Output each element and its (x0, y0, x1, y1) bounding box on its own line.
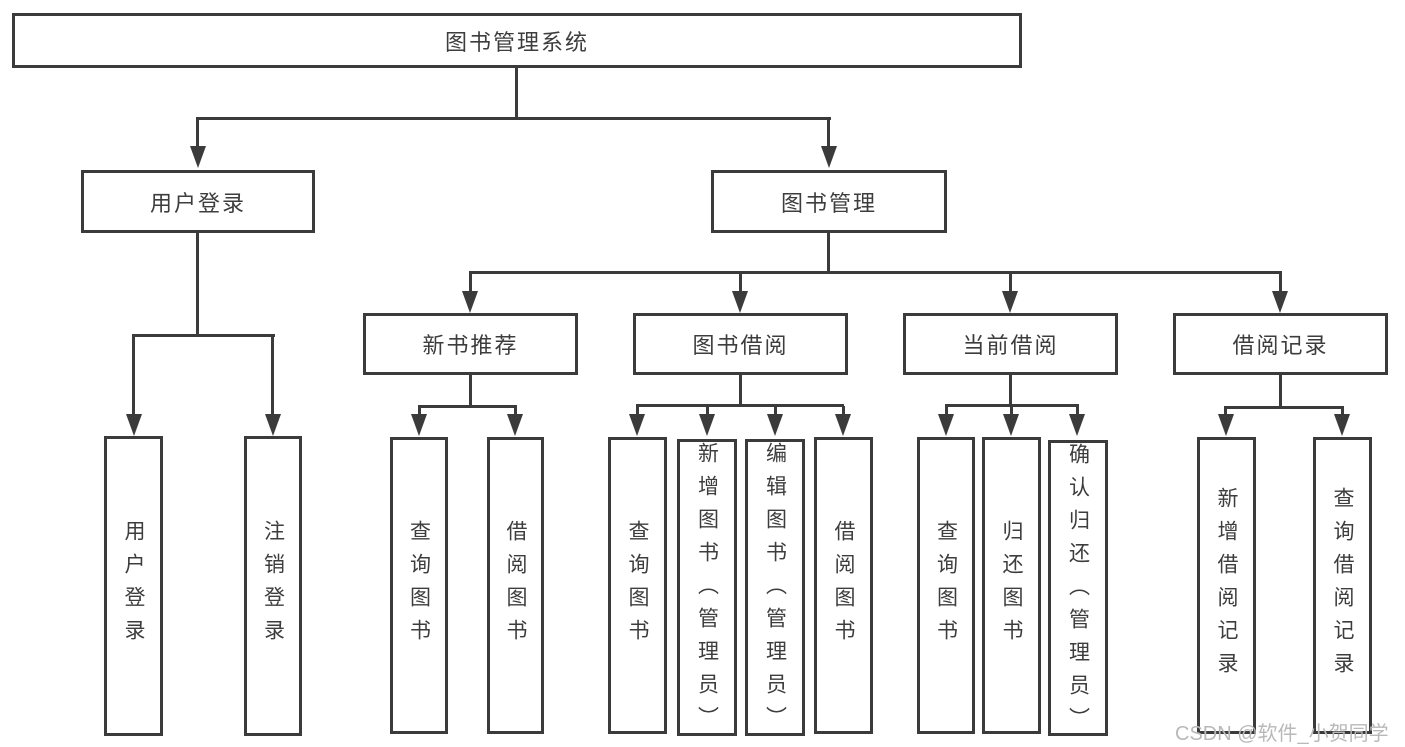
leaf-bb-query-books: 查询图书 (608, 437, 667, 734)
connector-drop-user-login (196, 119, 199, 147)
connector-book-management-stem (827, 233, 830, 273)
arrow-to-cb-confirm (1069, 414, 1085, 436)
leaf-cb-query-books: 查询图书 (917, 437, 975, 734)
leaf-br-add-record: 新增借阅记录 (1197, 437, 1256, 734)
arrow-to-bb-add (699, 414, 715, 436)
arrow-to-bb-borrow (835, 414, 851, 436)
arrow-to-br-query (1334, 414, 1350, 436)
node-new-book-recommendation: 新书推荐 (363, 313, 578, 375)
connector-drop-current-borrow (1009, 273, 1012, 292)
leaf-user-login: 用户登录 (104, 436, 163, 736)
connector-drop-nb-borrow (514, 407, 517, 416)
node-book-borrowing: 图书借阅 (633, 313, 848, 375)
arrow-to-book-borrow (732, 291, 748, 313)
arrow-to-nb-borrow (507, 414, 523, 436)
connector-drop-bb-query (636, 406, 639, 415)
connector-drop-book-management (827, 119, 830, 147)
node-current-borrowing: 当前借阅 (903, 313, 1118, 375)
connector-user-login-stem (196, 233, 199, 336)
connector-drop-bb-edit (774, 406, 777, 415)
connector-borrow-records-split (1224, 406, 1344, 409)
connector-book-management-split (469, 271, 1282, 274)
arrow-to-bb-query (629, 414, 645, 436)
leaf-cb-confirm-return-admin: 确认归还（管理员） (1048, 440, 1108, 740)
connector-drop-bb-add (706, 406, 709, 415)
connector-drop-cb-query (945, 406, 948, 415)
arrow-to-borrow-records (1272, 291, 1288, 313)
connector-current-borrow-stem (1009, 375, 1012, 406)
leaf-bb-borrow-books: 借阅图书 (814, 437, 873, 734)
connector-drop-bb-borrow (842, 406, 845, 415)
connector-new-book-rec-split (418, 405, 517, 408)
connector-drop-cb-confirm (1076, 406, 1079, 415)
connector-drop-leaf-user-login (132, 336, 135, 414)
connector-drop-new-book-rec (469, 273, 472, 292)
arrow-to-leaf-logout (265, 414, 281, 436)
arrow-to-br-add (1218, 414, 1234, 436)
connector-book-borrow-stem (739, 375, 742, 406)
node-library-management-system: 图书管理系统 (12, 13, 1022, 68)
connector-current-borrow-split (945, 404, 1079, 407)
connector-drop-leaf-logout (271, 336, 274, 414)
connector-user-login-split (132, 334, 275, 337)
connector-borrow-records-stem (1279, 375, 1282, 408)
connector-drop-borrow-records (1279, 273, 1282, 292)
node-book-management: 图书管理 (711, 170, 947, 233)
leaf-nb-borrow-books: 借阅图书 (487, 437, 544, 734)
arrow-to-leaf-user-login (126, 414, 142, 436)
connector-drop-cb-return (1010, 406, 1013, 415)
connector-drop-nb-query (418, 407, 421, 416)
arrow-to-current-borrow (1002, 291, 1018, 313)
arrow-to-nb-query (411, 414, 427, 436)
node-user-login: 用户登录 (81, 170, 315, 233)
connector-drop-book-borrow (739, 273, 742, 292)
leaf-br-query-record: 查询借阅记录 (1313, 437, 1372, 734)
leaf-bb-edit-books-admin: 编辑图书（管理员） (745, 439, 805, 739)
leaf-nb-query-books: 查询图书 (390, 437, 448, 734)
arrow-to-book-management (821, 146, 837, 168)
connector-drop-br-add (1224, 408, 1227, 415)
connector-drop-br-query (1341, 408, 1344, 415)
arrow-to-user-login (190, 146, 206, 168)
connector-book-borrow-split (636, 404, 844, 407)
leaf-cb-return-books: 归还图书 (982, 437, 1041, 734)
connector-root-stem (515, 68, 518, 119)
leaf-bb-add-books-admin: 新增图书（管理员） (677, 439, 737, 739)
arrow-to-new-book-rec (462, 291, 478, 313)
connector-new-book-rec-stem (469, 375, 472, 407)
node-borrowing-records: 借阅记录 (1173, 313, 1388, 375)
arrow-to-cb-query (938, 414, 954, 436)
arrow-to-bb-edit (767, 414, 783, 436)
csdn-watermark: CSDN @软件_小贺同学 (1175, 723, 1389, 745)
connector-root-split (196, 117, 831, 120)
arrow-to-cb-return (1003, 414, 1019, 436)
leaf-logout: 注销登录 (244, 436, 302, 736)
